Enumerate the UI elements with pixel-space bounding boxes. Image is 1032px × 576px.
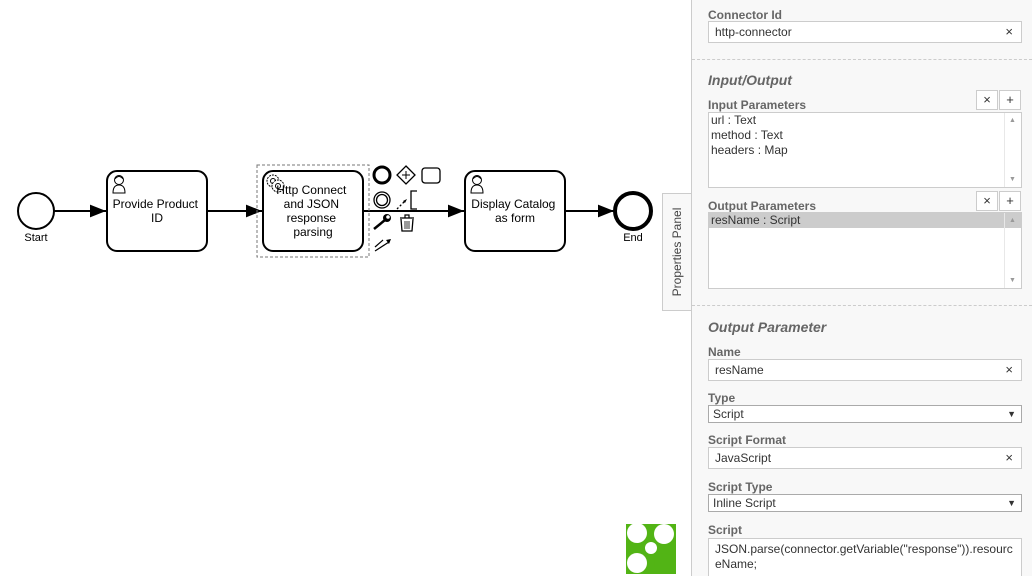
name-value: resName xyxy=(715,363,764,377)
input-parameters-remove-button[interactable]: × xyxy=(976,90,998,110)
list-item[interactable]: resName : Script xyxy=(709,213,1021,228)
type-label: Type xyxy=(708,391,736,405)
output-parameters-remove-button[interactable]: × xyxy=(976,191,998,211)
gateway-icon[interactable] xyxy=(396,165,416,185)
connector-id-value: http-connector xyxy=(715,25,792,39)
task-provide-product-id[interactable]: Provide Product ID xyxy=(106,170,208,252)
list-item[interactable]: headers : Map xyxy=(711,143,788,157)
bpmn-io-logo[interactable] xyxy=(626,523,676,574)
end-event-icon[interactable] xyxy=(372,165,392,185)
output-parameter-title: Output Parameter xyxy=(708,319,827,335)
connector-id-input[interactable]: http-connector × xyxy=(708,21,1022,43)
script-format-label: Script Format xyxy=(708,433,787,447)
output-parameters-label: Output Parameters xyxy=(708,199,817,213)
list-item[interactable]: url : Text xyxy=(711,113,757,127)
connect-icon[interactable] xyxy=(396,199,407,210)
end-event-label: End xyxy=(623,232,643,244)
task-1-label: Provide Product ID xyxy=(113,197,202,225)
gear-icon xyxy=(266,174,285,193)
task-2-label: Http Connect and JSON response parsing xyxy=(276,183,349,239)
connector-id-clear-button[interactable]: × xyxy=(1005,24,1013,39)
input-output-group: Input/Output Input Parameters × + url : … xyxy=(692,60,1032,306)
script-format-clear-button[interactable]: × xyxy=(1005,450,1013,465)
output-parameter-group: Output Parameter Name resName × Type Scr… xyxy=(692,306,1032,576)
text-annotation-icon[interactable] xyxy=(410,190,417,210)
name-input[interactable]: resName × xyxy=(708,359,1022,381)
input-parameters-add-button[interactable]: + xyxy=(999,90,1021,110)
connector-group: Connector Id http-connector × xyxy=(692,0,1032,60)
script-label: Script xyxy=(708,523,743,537)
script-format-value: JavaScript xyxy=(715,451,772,465)
start-event-label: Start xyxy=(24,232,47,244)
script-type-select[interactable]: Inline Script ▼ xyxy=(708,494,1022,512)
chevron-down-icon: ▼ xyxy=(1007,409,1016,419)
connector-id-label: Connector Id xyxy=(708,8,782,22)
scrollbar[interactable]: ▲▼ xyxy=(1004,213,1021,288)
script-type-label: Script Type xyxy=(708,480,773,494)
task-http-connect[interactable]: Http Connect and JSON response parsing xyxy=(256,164,370,258)
script-format-input[interactable]: JavaScript × xyxy=(708,447,1022,469)
input-parameters-label: Input Parameters xyxy=(708,98,807,112)
input-output-title: Input/Output xyxy=(708,72,792,88)
append-icon[interactable] xyxy=(374,239,391,252)
properties-panel-toggle-label: Properties Panel xyxy=(670,207,684,297)
task-icon[interactable] xyxy=(421,167,441,184)
output-parameters-list[interactable]: resName : Script ▲▼ xyxy=(708,212,1022,289)
context-pad[interactable] xyxy=(372,165,441,252)
intermediate-event-icon[interactable] xyxy=(373,191,391,209)
type-value: Script xyxy=(713,407,744,421)
script-type-value: Inline Script xyxy=(713,496,776,510)
user-icon xyxy=(112,175,126,194)
scrollbar[interactable]: ▲▼ xyxy=(1004,113,1021,187)
delete-icon[interactable] xyxy=(400,214,414,232)
user-icon xyxy=(470,175,484,194)
input-parameters-list[interactable]: url : Text method : Text headers : Map ▲… xyxy=(708,112,1022,188)
end-event[interactable]: End xyxy=(613,191,653,244)
output-parameters-add-button[interactable]: + xyxy=(999,191,1021,211)
task-3-label: Display Catalog as form xyxy=(471,197,558,225)
chevron-down-icon: ▼ xyxy=(1007,498,1016,508)
name-label: Name xyxy=(708,345,741,359)
diagram-svg[interactable]: Start Provide Product ID xyxy=(0,0,692,576)
list-item[interactable]: method : Text xyxy=(711,128,783,142)
name-clear-button[interactable]: × xyxy=(1005,362,1013,377)
script-textarea[interactable]: JSON.parse(connector.getVariable("respon… xyxy=(708,538,1022,576)
wrench-icon[interactable] xyxy=(373,214,391,230)
selection-outline xyxy=(256,164,370,258)
properties-panel[interactable]: Connector Id http-connector × Input/Outp… xyxy=(691,0,1032,576)
type-select[interactable]: Script ▼ xyxy=(708,405,1022,423)
bpmn-canvas[interactable]: Start Provide Product ID xyxy=(0,0,692,576)
task-display-catalog[interactable]: Display Catalog as form xyxy=(464,170,566,252)
properties-panel-toggle[interactable]: Properties Panel xyxy=(662,193,691,311)
start-event[interactable]: Start xyxy=(17,192,55,244)
script-value: JSON.parse(connector.getVariable("respon… xyxy=(715,542,1013,571)
